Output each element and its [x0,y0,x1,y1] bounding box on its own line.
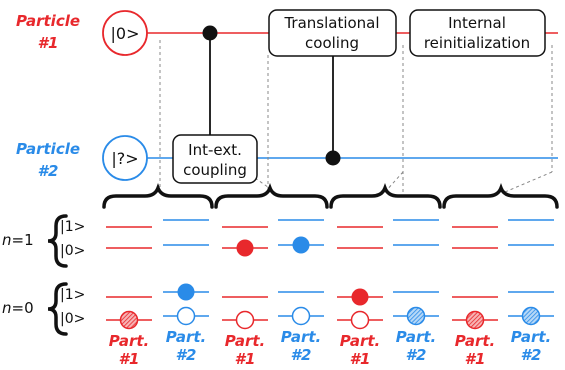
coupling-gate-control-dot [202,25,218,41]
col3-open-marker [235,310,255,330]
particle-1-initial-state [102,10,148,56]
col3-filled-marker [236,239,254,257]
col5-open-marker [350,310,370,330]
col2-label-top: Part. [166,328,206,346]
internal-reinitialization-box: Internal reinitialization [409,9,546,57]
particle-1-label-line2: #1 [38,34,59,52]
internal-reinitialization-line1: Internal [448,14,506,32]
col4-open-marker [291,306,311,326]
col2-label-bottom: #2 [176,346,197,364]
col8-mixed-marker [521,306,541,326]
col5-label-bottom: #1 [350,350,371,368]
n0-level-label: n=0 |1> |0> [2,282,85,336]
particle-1-label-line1: Particle [16,12,80,30]
n1-label: n=1 [2,231,34,249]
column-labels: Part. #1 Part. #2 Part. #1 Part. #2 Part… [109,328,551,368]
col3-label-bottom: #1 [235,350,256,368]
col2-filled-marker [177,283,195,301]
step-guides [159,40,553,193]
particle-2-state-ket: |?> [111,149,138,168]
col5-filled-marker [351,288,369,306]
particle-2-label-line1: Particle [16,140,80,158]
col7-label-bottom: #1 [465,350,486,368]
level-lines [106,219,554,321]
col7-mixed-marker [465,310,485,330]
col1-label-top: Part. [109,332,149,350]
col6-label-top: Part. [396,328,436,346]
translational-cooling-line1: Translational [283,14,379,32]
n1-ket-lower: |0> [60,243,85,259]
col4-filled-marker [292,236,310,254]
col3-label-top: Part. [225,332,265,350]
col4-label-bottom: #2 [291,346,312,364]
particle-2-label-line2: #2 [38,162,59,180]
n0-ket-upper: |1> [60,287,85,303]
n0-ket-lower: |0> [60,311,85,327]
col4-label-top: Part. [281,328,321,346]
col6-label-bottom: #2 [406,346,427,364]
int-ext-coupling-box: Int-ext. coupling [172,134,258,184]
population-markers [119,236,541,330]
cooling-gate-control-dot [325,150,341,166]
col6-mixed-marker [406,306,426,326]
col7-label-top: Part. [455,332,495,350]
n1-ket-upper: |1> [60,219,85,235]
particle-2-initial-state [102,135,148,181]
col8-label-bottom: #2 [521,346,542,364]
internal-reinitialization-line2: reinitialization [424,34,530,52]
col1-label-bottom: #1 [119,350,140,368]
int-ext-coupling-line1: Int-ext. [188,141,242,159]
col1-mixed-marker [119,310,139,330]
n0-label: n=0 [2,299,34,317]
col8-label-top: Part. [511,328,551,346]
translational-cooling-line2: cooling [305,34,359,52]
step-braces [102,183,559,209]
translational-cooling-box: Translational cooling [268,9,397,57]
n1-level-label: n=1 |1> |0> [2,214,85,268]
col5-label-top: Part. [340,332,380,350]
int-ext-coupling-line2: coupling [183,161,247,179]
col2-open-marker [176,306,196,326]
particle-1-state-ket: |0> [111,24,140,43]
